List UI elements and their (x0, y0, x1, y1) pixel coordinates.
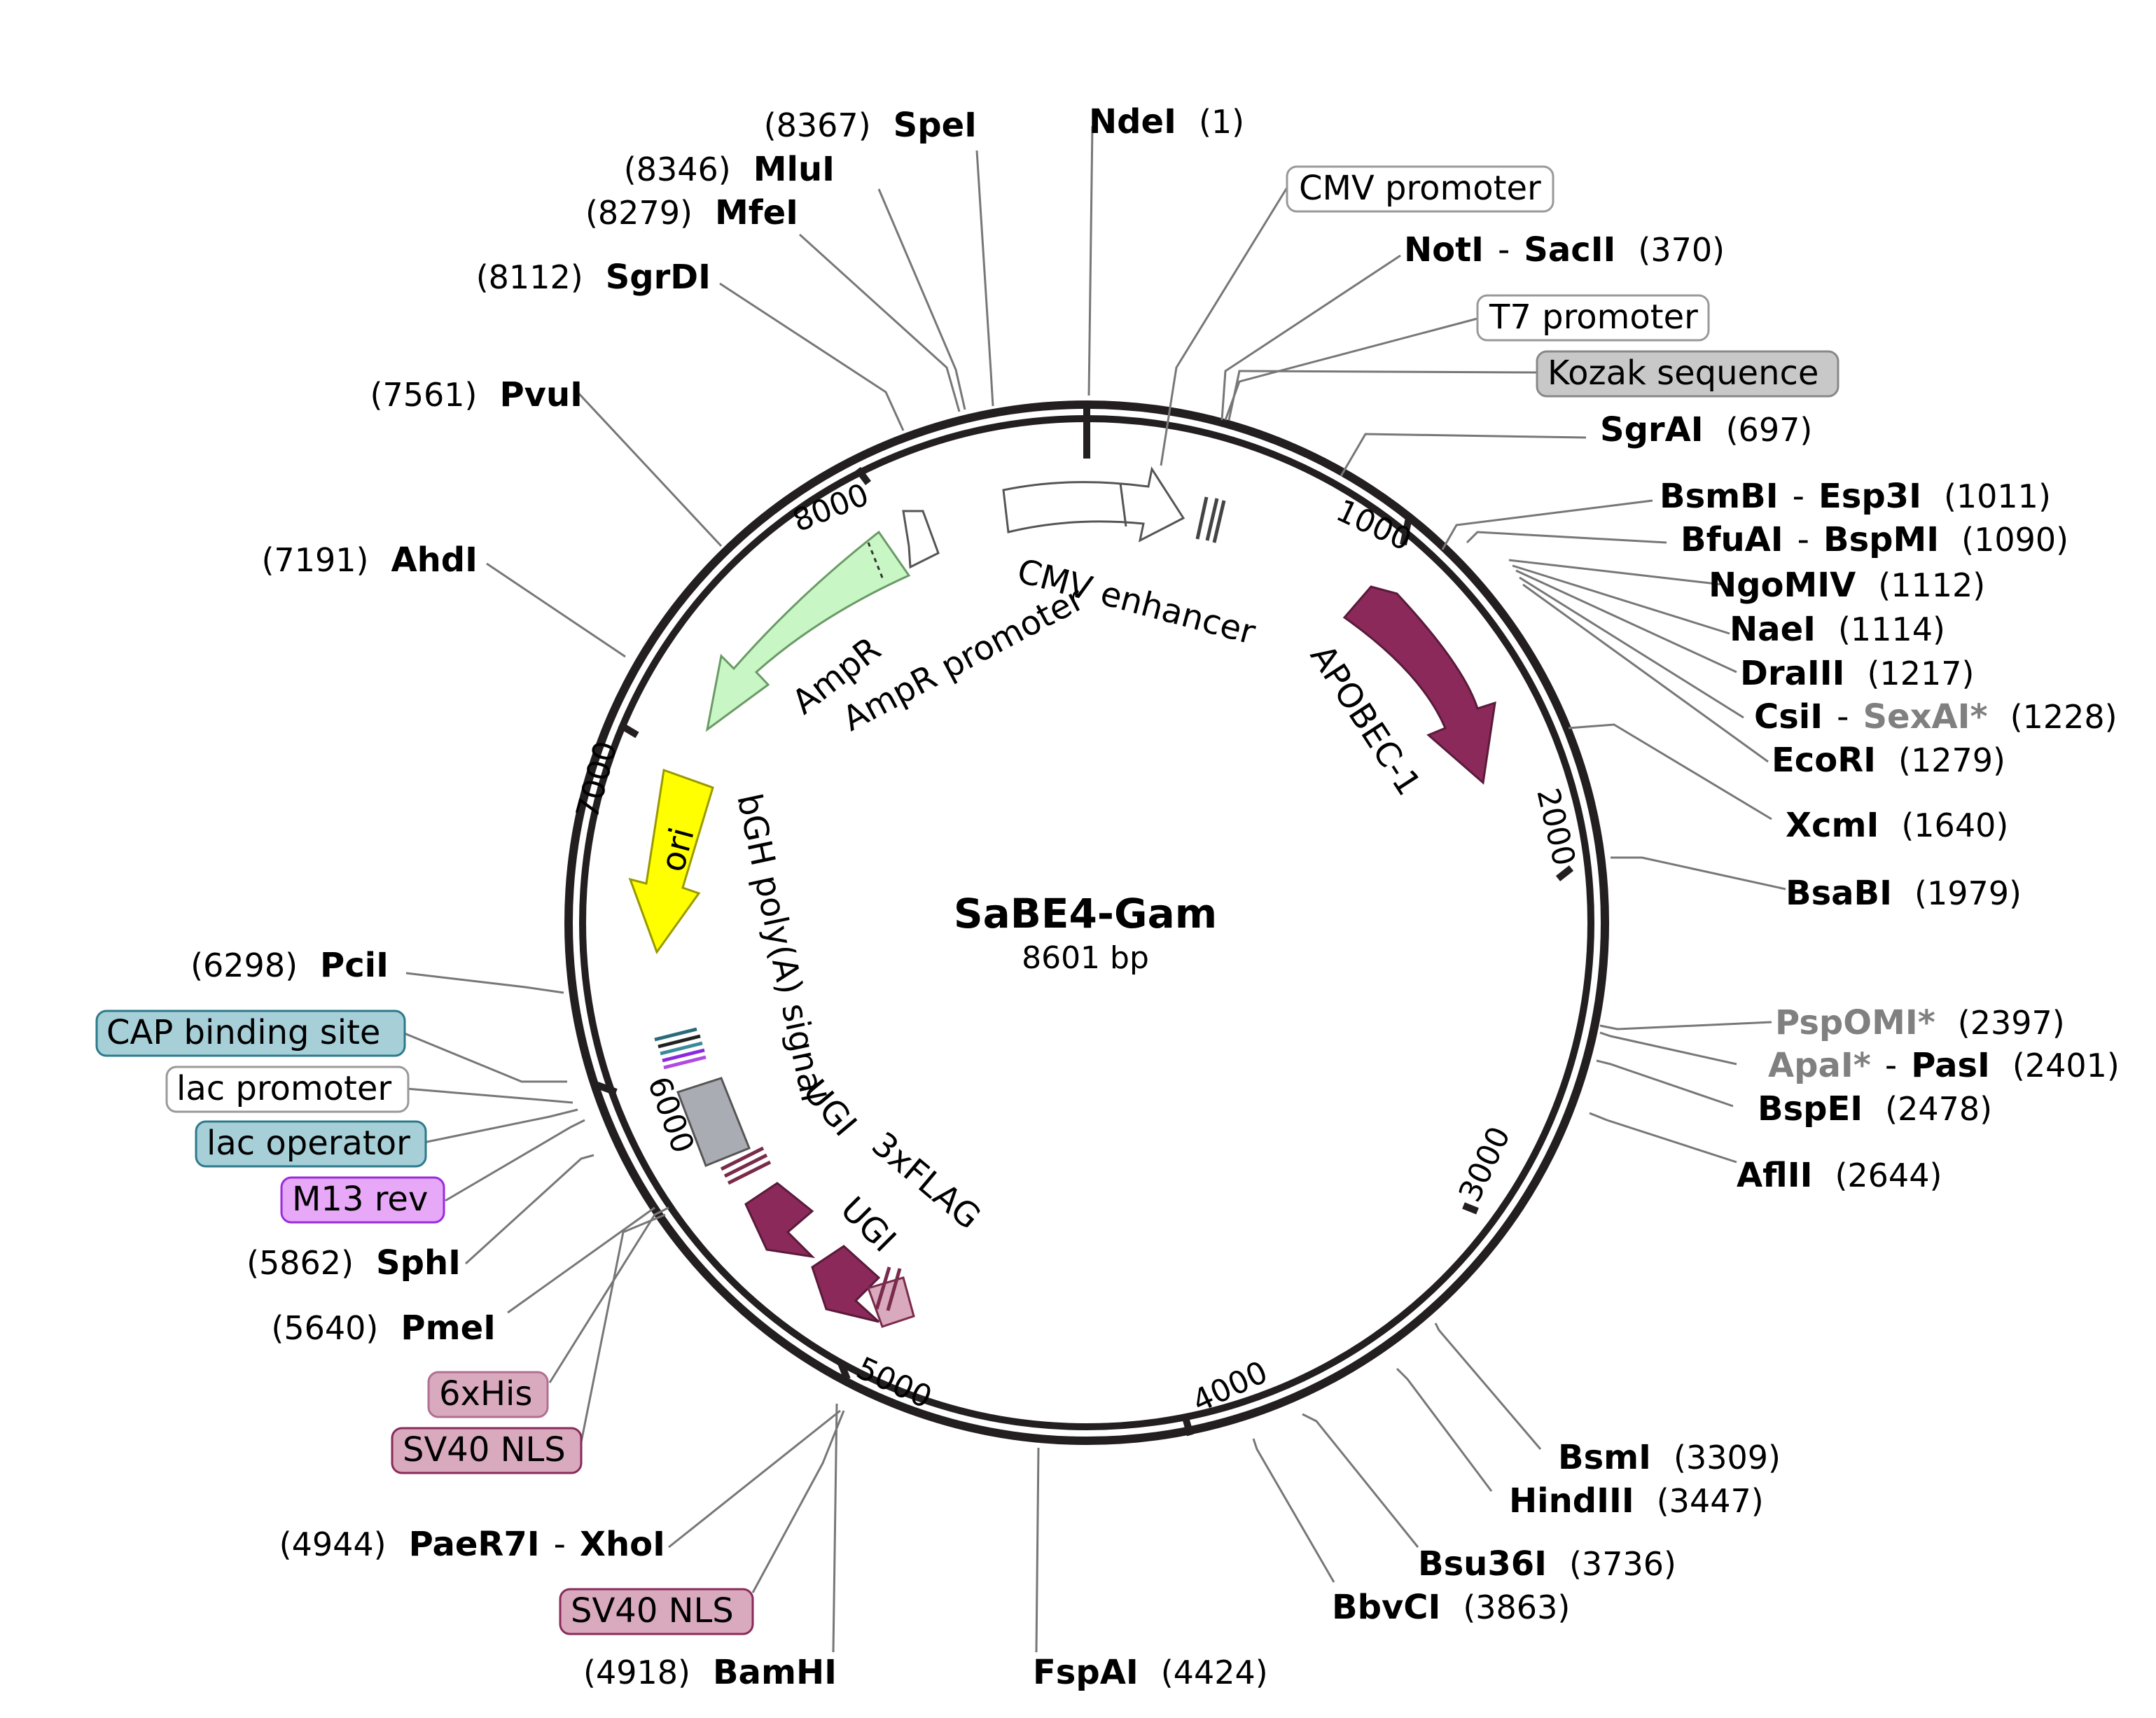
site-naei: NaeI(1114) (1730, 610, 1945, 649)
box-t7-promoter: T7 promoter (1476, 294, 1710, 342)
site-paer7i: (4944)PaeR7I-XhoI (279, 1525, 665, 1564)
ampr-arrow (705, 530, 911, 732)
site-bsu36i: Bsu36I(3736) (1418, 1544, 1676, 1584)
site-ecori: EcoRI(1279) (1772, 741, 2005, 780)
plasmid-name: SaBE4-Gam (954, 890, 1217, 937)
box-kozak: Kozak sequence (1536, 350, 1839, 398)
site-mlui: (8346)MluI (624, 150, 835, 189)
box-sv40-nls-2: SV40 NLS (559, 1588, 754, 1635)
site-noti: NotI-SacII(370) (1404, 230, 1725, 270)
site-pspomi: PspOMI*(2397) (1775, 1003, 2065, 1042)
site-sgrdi: (8112)SgrDI (476, 258, 711, 297)
site-bsmi: BsmI(3309) (1558, 1438, 1781, 1477)
site-draiii: DraIII(1217) (1740, 654, 1974, 693)
box-lac-operator: lac operator (195, 1120, 427, 1168)
box-cmv-promoter: CMV promoter (1286, 165, 1555, 213)
ori-arrow (628, 768, 714, 955)
site-fspai: FspAI(4424) (1033, 1653, 1268, 1692)
ugi-arrow-2 (811, 1245, 881, 1323)
box-6xhis: 6xHis (427, 1371, 549, 1418)
site-bamhi: (4918)BamHI (583, 1653, 837, 1692)
svg-text:M13 rev: M13 rev (292, 1180, 428, 1219)
box-lac-promoter: lac promoter (165, 1066, 410, 1113)
site-bbvci: BbvCI(3863) (1332, 1588, 1570, 1627)
svg-text:Kozak sequence: Kozak sequence (1548, 354, 1818, 393)
site-ngomiv: NgoMIV(1112) (1709, 566, 1985, 605)
site-bsabi: BsaBI(1979) (1786, 874, 2022, 913)
plasmid-size: 8601 bp (1022, 940, 1149, 976)
svg-text:CMV promoter: CMV promoter (1299, 169, 1541, 208)
svg-text:lac operator: lac operator (207, 1124, 410, 1163)
svg-text:lac promoter: lac promoter (176, 1069, 391, 1108)
site-apai: ApaI*-PasI(2401) (1768, 1046, 2120, 1085)
ugi-arrow-1 (744, 1182, 816, 1259)
site-sphi: (5862)SphI (246, 1243, 461, 1283)
ampr-promoter-arrow (902, 510, 940, 569)
site-pmei: (5640)PmeI (271, 1308, 496, 1348)
box-sv40-nls-1: SV40 NLS (391, 1427, 583, 1474)
site-ndei: NdeI(1) (1089, 102, 1244, 141)
site-csii: CsiI-SexAI*(1228) (1754, 697, 2117, 736)
apobec-arrow (1342, 585, 1496, 785)
site-spei: (8367)SpeI (764, 106, 977, 145)
svg-text:SV40 NLS: SV40 NLS (403, 1430, 566, 1469)
bgh-box (676, 1077, 751, 1167)
sv40-lines (720, 1146, 902, 1311)
lac-marks (654, 1027, 707, 1070)
site-xcmi: XcmI(1640) (1786, 806, 2008, 845)
svg-text:SV40 NLS: SV40 NLS (571, 1591, 734, 1630)
box-m13-rev: M13 rev (280, 1176, 445, 1224)
svg-text:6xHis: 6xHis (439, 1374, 532, 1413)
site-aflii: AflII(2644) (1737, 1156, 1942, 1195)
site-pvui: (7561)PvuI (370, 375, 583, 414)
site-bspei: BspEI(2478) (1758, 1089, 1992, 1129)
site-bfuai: BfuAI-BspMI(1090) (1681, 520, 2068, 559)
site-bsmbi: BsmBI-Esp3I(1011) (1660, 477, 2051, 516)
leader-lines (402, 125, 1786, 1653)
tick-label-1000: 1000 (1330, 493, 1417, 559)
site-ahdi: (7191)AhdI (261, 540, 478, 580)
svg-text:T7 promoter: T7 promoter (1489, 298, 1698, 337)
bgh-label: bGH poly(A) signal (729, 790, 833, 1105)
ampr-dotted (867, 542, 885, 582)
tick-label-7000: 7000 (569, 737, 624, 822)
cmv-enhancer-divider (1119, 482, 1127, 527)
site-mfei: (8279)MfeI (585, 193, 798, 232)
box-cap-binding: CAP binding site (95, 1010, 406, 1057)
site-pcii: (6298)PciI (190, 946, 389, 985)
tick-marks (596, 405, 1574, 1437)
site-hindiii: HindIII(3447) (1509, 1481, 1764, 1521)
promoter-marks (1195, 496, 1226, 543)
svg-text:CAP binding site: CAP binding site (106, 1013, 380, 1052)
cmv-enhancer-arrow (1002, 466, 1185, 543)
site-sgrai: SgrAI(697) (1600, 410, 1812, 449)
